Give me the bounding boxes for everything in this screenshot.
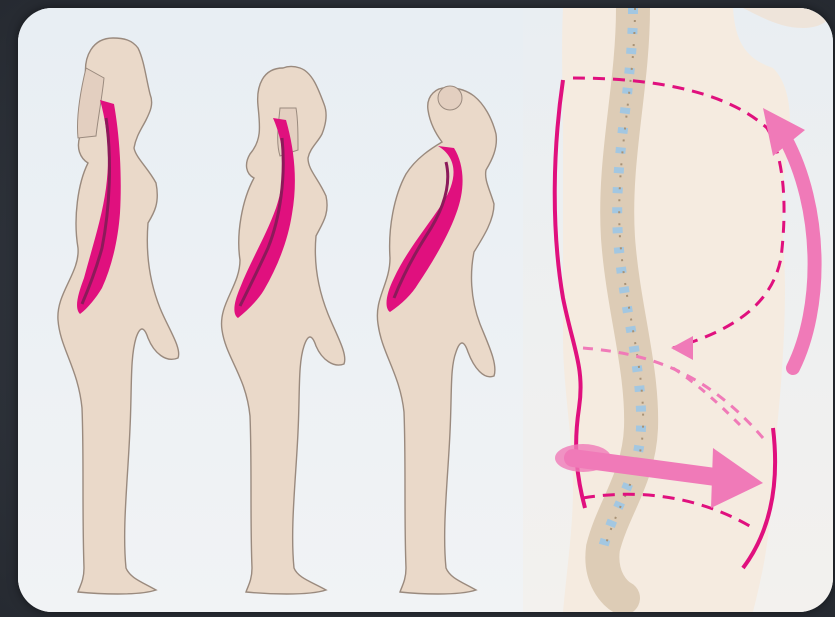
spine-illustration [523, 8, 833, 612]
image-card [18, 8, 833, 612]
spine-closeup-panel [523, 8, 833, 612]
figure-upright [58, 38, 179, 594]
figure-stooped [377, 86, 496, 594]
silhouettes-illustration [18, 8, 523, 612]
silhouettes-panel [18, 8, 523, 612]
figure-slightly-stooped [222, 67, 345, 595]
